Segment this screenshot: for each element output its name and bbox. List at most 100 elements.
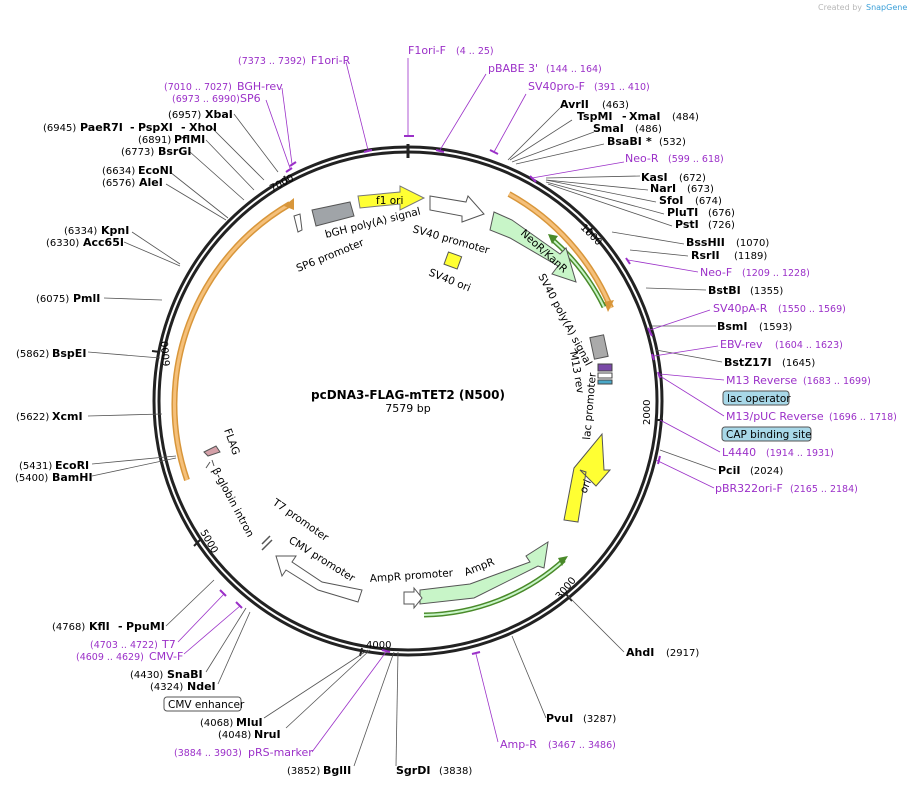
primer-neo-r[interactable]: Neo-R (599 .. 618): [625, 152, 724, 165]
svg-text:BstZ17I: BstZ17I: [724, 356, 772, 369]
primer-m13-puc-reverse[interactable]: M13/pUC Reverse (1696 .. 1718): [726, 410, 897, 423]
primer-l4440[interactable]: L4440 (1914 .. 1931): [722, 446, 834, 459]
enzyme-tspmi-xmai[interactable]: TspMI - XmaI (484): [577, 110, 699, 123]
enzyme-econi[interactable]: (6634) EcoNI: [102, 164, 173, 177]
enzyme-bspei[interactable]: (5862) BspEI: [16, 347, 86, 360]
enzyme-xcmi[interactable]: (5622) XcmI: [16, 410, 83, 423]
svg-text:(3884 .. 3903): (3884 .. 3903): [174, 748, 242, 759]
enzyme-acc65i[interactable]: (6330) Acc65I: [46, 236, 124, 249]
cmv-promoter-arrow[interactable]: [275, 555, 363, 603]
enzyme-paer7i-pspxi-xhoi[interactable]: (6945) PaeR7I - PspXI - XhoI: [43, 121, 217, 134]
enzyme-avrii[interactable]: AvrII (463): [560, 98, 629, 111]
enzyme-ahdi[interactable]: AhdI (2917): [626, 646, 699, 659]
svg-text:EcoNI: EcoNI: [138, 164, 173, 177]
enzyme-bsmi[interactable]: BsmI (1593): [717, 320, 792, 333]
svg-text:(2165 .. 2184): (2165 .. 2184): [790, 484, 858, 495]
svg-text:(6957): (6957): [168, 110, 201, 121]
enzyme-ndei[interactable]: (4324) NdeI: [150, 680, 216, 693]
svg-text:(144 .. 164): (144 .. 164): [546, 64, 602, 75]
flag-mark[interactable]: [203, 445, 221, 457]
ampr-arrow[interactable]: [419, 540, 549, 605]
bgh-polya-box[interactable]: [311, 201, 355, 227]
neor-kanr-arrow[interactable]: [489, 211, 577, 283]
lac-operator-mark[interactable]: [597, 372, 613, 379]
svg-text:KflI: KflI: [89, 620, 110, 633]
primer-cmv-f[interactable]: (4609 .. 4629) CMV-F: [76, 650, 183, 663]
enzyme-bstz17i[interactable]: BstZ17I (1645): [724, 356, 815, 369]
sv40-ori-box[interactable]: [443, 251, 463, 270]
enzyme-bsshii[interactable]: BssHII (1070): [686, 236, 769, 249]
primer-pbabe-3[interactable]: pBABE 3' (144 .. 164): [488, 62, 602, 75]
enzyme-rsrii[interactable]: RsrII (1189): [691, 249, 767, 262]
ori-arrow[interactable]: [563, 432, 612, 523]
cap-site-mark[interactable]: [597, 379, 613, 385]
primer-ebv-rev[interactable]: EBV-rev (1604 .. 1623): [720, 338, 843, 351]
svg-text:CMV enhancer: CMV enhancer: [168, 699, 245, 711]
svg-text:PvuI: PvuI: [546, 712, 573, 725]
svg-text:XbaI: XbaI: [205, 108, 233, 121]
feature-cap-binding-site[interactable]: CAP binding site: [721, 426, 812, 442]
primer-sp6[interactable]: (6973 .. 6990) SP6: [172, 92, 261, 105]
svg-text:(726): (726): [708, 220, 735, 231]
svg-text:SgrDI: SgrDI: [396, 764, 430, 777]
enzyme-kasi[interactable]: KasI (672): [641, 171, 706, 184]
svg-text:(4 .. 25): (4 .. 25): [456, 46, 494, 57]
primer-pbr322ori-f[interactable]: pBR322ori-F (2165 .. 2184): [715, 482, 858, 495]
enzyme-xbai[interactable]: (6957) XbaI: [168, 108, 233, 121]
enzyme-nari[interactable]: NarI (673): [650, 182, 714, 195]
m13-rev-mark[interactable]: [597, 363, 613, 372]
enzyme-snabi[interactable]: (4430) SnaBI: [130, 668, 203, 681]
primer-prs-marker[interactable]: (3884 .. 3903) pRS-marker: [174, 746, 313, 759]
enzyme-pflmi[interactable]: (6891) PflMI: [138, 133, 205, 146]
svg-text:KasI: KasI: [641, 171, 668, 184]
feature-cmv-enhancer[interactable]: CMV enhancer: [163, 696, 245, 712]
primer-amp-r[interactable]: Amp-R (3467 .. 3486): [500, 738, 616, 751]
enzyme-pluti[interactable]: PluTI (676): [667, 206, 735, 219]
svg-text:(4703 .. 4722): (4703 .. 4722): [90, 640, 158, 651]
enzyme-ecori[interactable]: (5431) EcoRI: [19, 459, 89, 472]
svg-text:PflMI: PflMI: [174, 133, 205, 146]
enzyme-bsrgi[interactable]: (6773) BsrGI: [121, 145, 191, 158]
primer-sv40pa-r[interactable]: SV40pA-R (1550 .. 1569): [713, 302, 846, 315]
enzyme-sgrdi[interactable]: SgrDI (3838): [396, 764, 472, 777]
primer-f1ori-r[interactable]: (7373 .. 7392) F1ori-R: [238, 54, 351, 67]
feature-lac-operator[interactable]: lac operator: [722, 390, 791, 406]
enzyme-pmli[interactable]: (6075) PmlI: [36, 292, 100, 305]
svg-text:(1070): (1070): [736, 238, 769, 249]
primer-t7[interactable]: (4703 .. 4722) T7: [90, 638, 176, 651]
svg-text:-: -: [181, 121, 186, 134]
svg-text:pBR322ori-F: pBR322ori-F: [715, 482, 783, 495]
enzyme-kpni[interactable]: (6334) KpnI: [64, 224, 129, 237]
snapgene-logo: SnapGene: [866, 3, 907, 12]
enzyme-bglii[interactable]: (3852) BglII: [287, 764, 351, 777]
enzyme-nrui[interactable]: (4048) NruI: [218, 728, 281, 741]
svg-text:(6330): (6330): [46, 238, 79, 249]
primer-f1ori-f[interactable]: F1ori-F (4 .. 25): [408, 44, 494, 57]
primer-sv40pro-f[interactable]: SV40pro-F (391 .. 410): [528, 80, 650, 93]
f1-ori-arrow[interactable]: [357, 185, 426, 211]
enzyme-bsabi[interactable]: BsaBI * (532): [607, 135, 686, 148]
sv40-promoter-arrow[interactable]: [429, 195, 485, 223]
enzyme-psti[interactable]: PstI (726): [675, 218, 735, 231]
sv40-polya-box[interactable]: [589, 334, 609, 360]
sp6-promoter-mark[interactable]: [293, 213, 303, 233]
enzyme-sfoi[interactable]: SfoI (674): [659, 194, 722, 207]
svg-text:NruI: NruI: [254, 728, 281, 741]
enzyme-smai[interactable]: SmaI (486): [593, 122, 662, 135]
enzyme-pvui[interactable]: PvuI (3287): [546, 712, 616, 725]
enzyme-bstbi[interactable]: BstBI (1355): [708, 284, 783, 297]
enzyme-kfli-ppumi[interactable]: (4768) KflI - PpuMI: [52, 620, 165, 633]
enzyme-mlui[interactable]: (4068) MluI: [200, 716, 263, 729]
enzyme-pcii[interactable]: PciI (2024): [718, 464, 783, 477]
t7-promoter-mark[interactable]: [261, 535, 271, 545]
primer-bgh-rev[interactable]: (7010 .. 7027) BGH-rev: [164, 80, 283, 93]
svg-text:(486): (486): [635, 124, 662, 135]
ori-label: ori: [578, 478, 594, 495]
svg-text:M13 Reverse: M13 Reverse: [726, 374, 797, 387]
primer-neo-f[interactable]: Neo-F (1209 .. 1228): [700, 266, 810, 279]
svg-text:(673): (673): [687, 184, 714, 195]
primer-m13-reverse[interactable]: M13 Reverse (1683 .. 1699): [726, 374, 871, 387]
enzyme-bamhi[interactable]: (5400) BamHI: [15, 471, 93, 484]
ampr-promoter-arrow[interactable]: [403, 586, 423, 610]
enzyme-alei[interactable]: (6576) AleI: [102, 176, 163, 189]
